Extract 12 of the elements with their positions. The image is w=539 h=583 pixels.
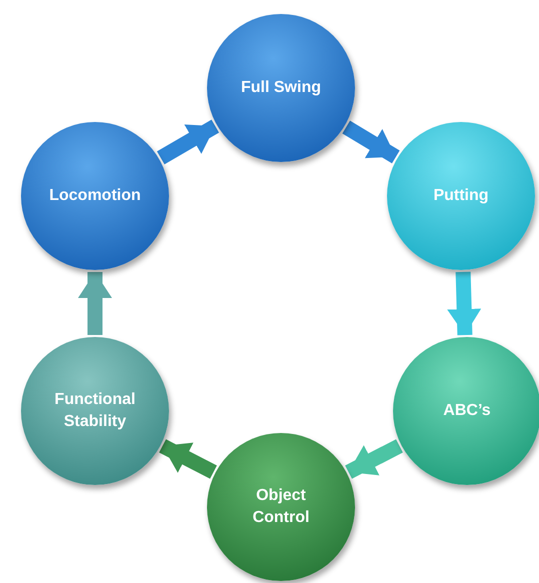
block-arrow [159,439,217,479]
block-arrow [78,272,112,335]
block-arrow [447,272,482,336]
block-arrow [156,120,220,164]
node-label: Object Control [252,486,310,528]
block-arrow [345,439,403,479]
node-label: Full Swing [240,78,322,98]
node-label: Putting [432,186,490,206]
node-label: Locomotion [48,186,142,206]
node-label: Functional Stability [54,390,136,432]
block-arrow [342,120,400,164]
node-label: ABC’s [442,401,492,421]
